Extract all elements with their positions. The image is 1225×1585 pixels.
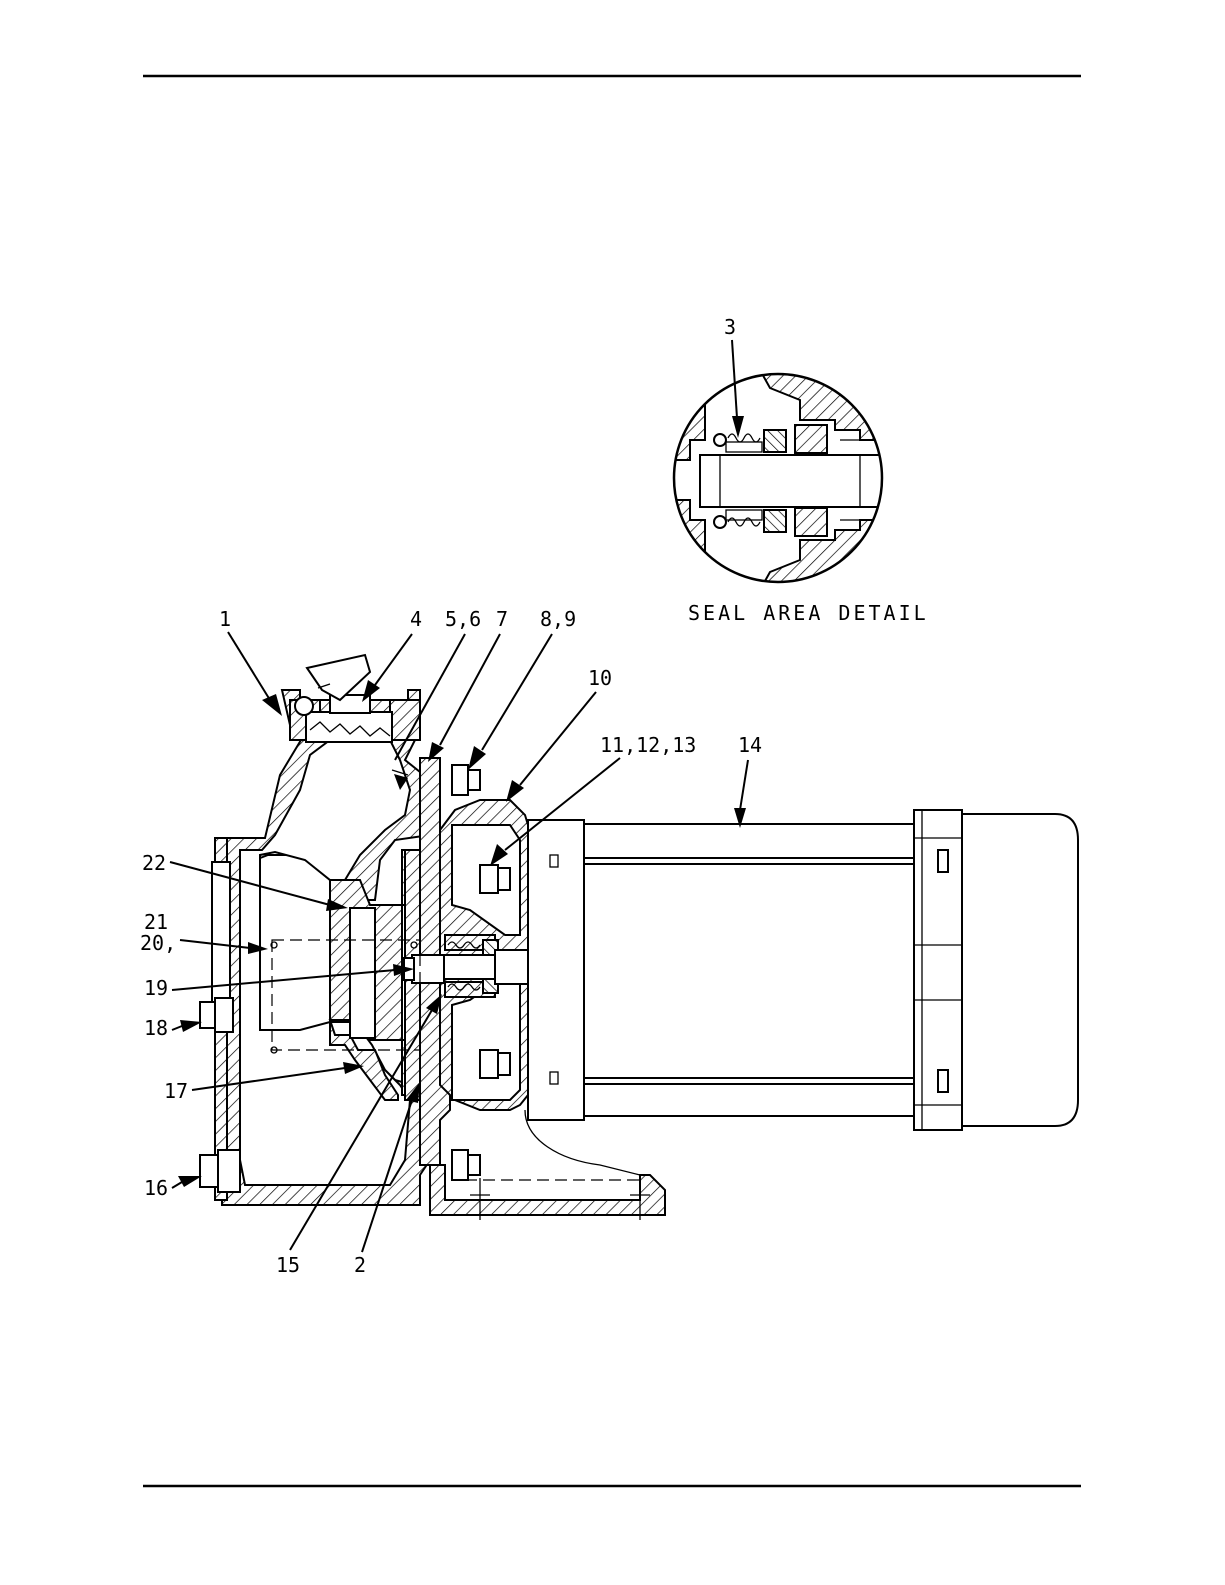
callout-15: 15: [276, 1253, 300, 1277]
callout-19: 19: [144, 976, 168, 1000]
seal-area-detail: 3 SEAL AREA DETAIL: [670, 315, 929, 625]
callout-18: 18: [144, 1016, 168, 1040]
callout-3: 3: [724, 315, 736, 339]
callout-22: 22: [142, 851, 166, 875]
callout-5-6: 5,6: [445, 607, 481, 631]
callout-1: 1: [219, 607, 231, 631]
callout-4: 4: [410, 607, 422, 631]
callout-17: 17: [164, 1079, 188, 1103]
detail-caption: SEAL AREA DETAIL: [688, 601, 929, 625]
callout-7: 7: [496, 607, 508, 631]
callout-10: 10: [588, 666, 612, 690]
callout-16: 16: [144, 1176, 168, 1200]
callout-2: 2: [354, 1253, 366, 1277]
callout-8-9: 8,9: [540, 607, 576, 631]
callout-11-12-13: 11,12,13: [600, 733, 696, 757]
callout-14: 14: [738, 733, 762, 757]
callout-20: 20,: [140, 931, 176, 955]
